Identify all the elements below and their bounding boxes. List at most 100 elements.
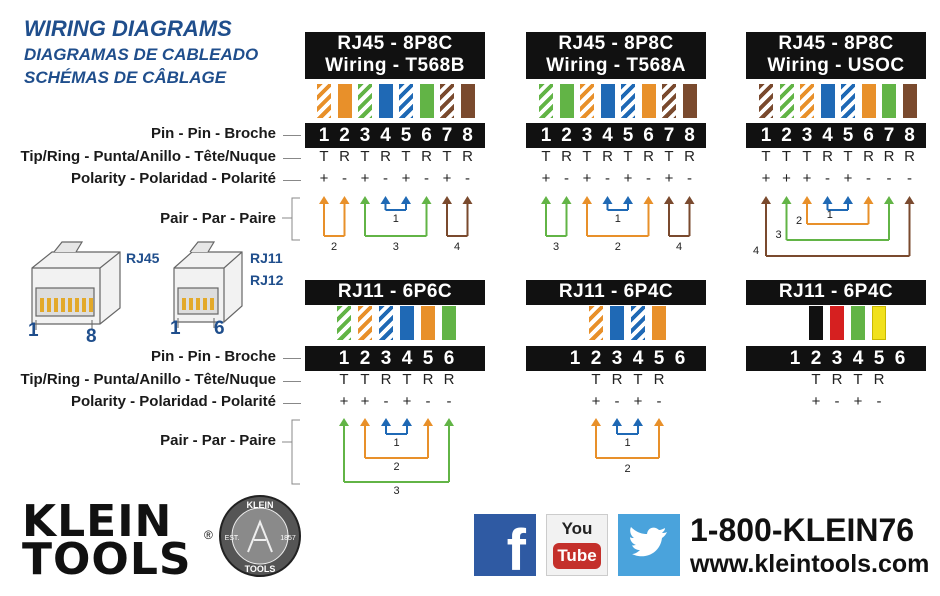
tip-ring-value: R [462, 148, 473, 165]
polarity-value: + [623, 170, 633, 187]
panel-header-rj11-6p4c-color: RJ11 - 6P4C [526, 280, 706, 305]
youtube-icon[interactable]: You Tube [546, 514, 608, 576]
tip-ring-value: T [843, 148, 853, 165]
pair-connector-blue [380, 196, 411, 211]
pin-number: 1 [789, 348, 801, 369]
polarity-value: + [843, 170, 853, 187]
pin-row-label-top: Pin - Pin - Broche [150, 125, 276, 142]
phone-number[interactable]: 1-800-KLEIN76 [690, 512, 915, 548]
tip-ring-value: R [339, 148, 350, 165]
website-link[interactable]: www.kleintools.com [690, 550, 930, 578]
pin-number: 6 [894, 348, 906, 369]
wire-g-stripe [337, 306, 351, 340]
polarity-value: - [605, 170, 610, 187]
tipring-row-leader-bottom [283, 381, 301, 382]
tip-ring-value: T [402, 371, 412, 388]
wire-o-stripe [317, 84, 331, 118]
twitter-icon[interactable] [618, 514, 680, 576]
polarity-value: - [825, 170, 830, 187]
tip-ring-value: T [360, 148, 370, 165]
wire-black [809, 306, 823, 340]
facebook-icon[interactable]: f [474, 514, 536, 580]
tip-ring-value: R [822, 148, 833, 165]
polarity-value: + [633, 393, 643, 410]
rj45-connector-icon [31, 241, 121, 330]
tip-ring-value: T [319, 148, 329, 165]
tip-ring-value: R [873, 371, 885, 388]
polarity-value: - [425, 393, 431, 410]
tip-ring-value: T [802, 148, 812, 165]
pair-connector-blue [602, 196, 633, 211]
pair-connector-brown [664, 196, 695, 237]
polarity-value: - [866, 170, 871, 187]
polarity-value: - [383, 393, 389, 410]
pin-number: 6 [421, 125, 432, 146]
pair-number-label: 4 [454, 241, 460, 253]
wire-o-stripe [580, 84, 594, 118]
pin-number: 3 [801, 125, 813, 146]
polarity-value: + [360, 393, 370, 410]
pair-arrowhead [423, 418, 433, 426]
pair-connector-blue [822, 196, 853, 211]
wire-b-stripe [621, 84, 635, 118]
pin-number: 6 [643, 125, 654, 146]
pair-connector-brown [442, 196, 473, 237]
wire-g-stripe [779, 84, 794, 118]
pin-row-leader-top [283, 135, 301, 136]
polarity-value: - [834, 393, 840, 410]
polarity-value: + [782, 170, 791, 187]
pair-connector-brown [761, 196, 915, 257]
pair-arrowhead [781, 196, 792, 204]
tip-ring-value: T [360, 371, 370, 388]
tip-ring-value: R [904, 148, 915, 165]
pair-number-label: 3 [775, 229, 781, 241]
brand-line2: TOOLS [22, 534, 192, 585]
pair-connector-orange [360, 418, 433, 459]
wire-brown [682, 84, 697, 118]
wire-orange [337, 84, 352, 118]
pin-number: 6 [443, 348, 455, 369]
polarity-value: - [656, 393, 662, 410]
pair-arrowhead [380, 196, 391, 204]
pair-arrowhead [761, 196, 771, 204]
pin-number: 7 [663, 125, 675, 146]
tip-ring-value: R [653, 371, 665, 388]
tip-ring-value: T [442, 148, 452, 165]
wire-brown [902, 84, 917, 118]
pair-arrowhead [643, 196, 654, 204]
tip-ring-value: T [633, 371, 643, 388]
tip-ring-value: T [591, 371, 601, 388]
pin-number: 2 [590, 348, 602, 369]
panel-header-line: RJ45 - 8P8C [778, 33, 894, 54]
pair-arrowhead [339, 418, 349, 426]
pair-row-label-bottom: Pair - Par - Paire [160, 432, 276, 449]
pair-number-label: 4 [753, 245, 759, 257]
polarity-value: + [811, 393, 821, 410]
pair-arrowhead [339, 196, 350, 204]
pair-number-label: 1 [615, 213, 621, 225]
wire-blue [600, 84, 615, 118]
pair-arrowhead [381, 418, 391, 426]
svg-text:KLEIN: KLEIN [247, 500, 274, 510]
wire-br-stripe [759, 84, 773, 118]
pair-arrowhead [623, 196, 633, 204]
panel-header-line: RJ11 - 6P4C [558, 281, 674, 302]
pin-row-leader-bottom [283, 358, 301, 359]
pin-number: 2 [781, 125, 792, 146]
tip-ring-value: T [582, 148, 592, 165]
wire-orange [641, 84, 656, 118]
wire-br-stripe [662, 84, 676, 118]
tip-ring-value: R [684, 148, 695, 165]
polarity-value: + [582, 170, 592, 187]
pair-number-label: 2 [331, 241, 337, 253]
pin-number: 7 [441, 125, 453, 146]
tip-ring-value: T [811, 371, 821, 388]
title-english: WIRING DIAGRAMS [24, 16, 232, 41]
pair-diagram-rj11-6p4c-color: 12 [591, 418, 664, 475]
pair-arrowhead [612, 418, 622, 426]
wire-o-stripe [358, 306, 372, 340]
